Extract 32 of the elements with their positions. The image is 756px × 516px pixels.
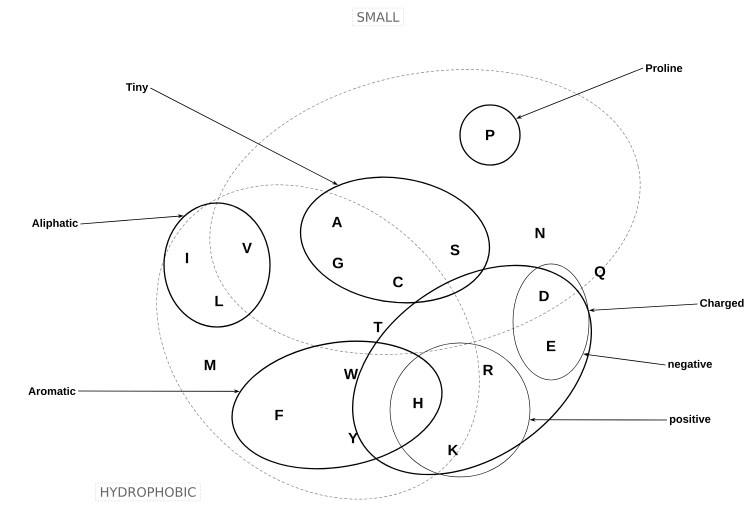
amino-acid-letter: Y bbox=[348, 432, 358, 444]
amino-acid-letter: E bbox=[547, 340, 556, 352]
amino-acid-letter: C bbox=[393, 276, 403, 288]
set-label: positive bbox=[670, 414, 710, 426]
set-name-box: HYDROPHOBIC bbox=[95, 482, 201, 502]
amino-acid-letter: S bbox=[450, 244, 460, 256]
set-label: negative bbox=[668, 360, 712, 370]
amino-acid-letter: F bbox=[275, 410, 284, 420]
set-name-box: SMALL bbox=[352, 8, 404, 26]
amino-acid-letter: D bbox=[540, 290, 549, 302]
set-ellipse bbox=[512, 264, 590, 380]
amino-acid-letter: M bbox=[204, 360, 216, 370]
amino-acid-letter: W bbox=[344, 368, 358, 380]
set-label: Tiny bbox=[126, 82, 148, 94]
amino-acid-letter: P bbox=[486, 130, 494, 140]
set-label: Aliphatic bbox=[32, 218, 78, 230]
set-label: Charged bbox=[700, 298, 744, 310]
set-label: Aromatic bbox=[28, 386, 76, 396]
set-label: Proline bbox=[646, 64, 682, 72]
amino-acid-letter: L bbox=[215, 296, 224, 306]
amino-acid-letter: R bbox=[484, 364, 494, 376]
amino-acid-letter: N bbox=[536, 228, 544, 238]
amino-acid-letter: A bbox=[332, 216, 342, 228]
set-ellipse bbox=[390, 342, 530, 478]
amino-acid-letter: G bbox=[332, 258, 343, 268]
amino-acid-letter: V bbox=[242, 242, 252, 254]
set-ellipse bbox=[163, 202, 271, 328]
amino-acid-letter: H bbox=[414, 398, 422, 408]
amino-acid-letter: K bbox=[448, 444, 458, 456]
amino-acid-letter: I bbox=[186, 252, 188, 264]
amino-acid-letter: T bbox=[374, 322, 382, 332]
set-circle bbox=[459, 104, 521, 166]
